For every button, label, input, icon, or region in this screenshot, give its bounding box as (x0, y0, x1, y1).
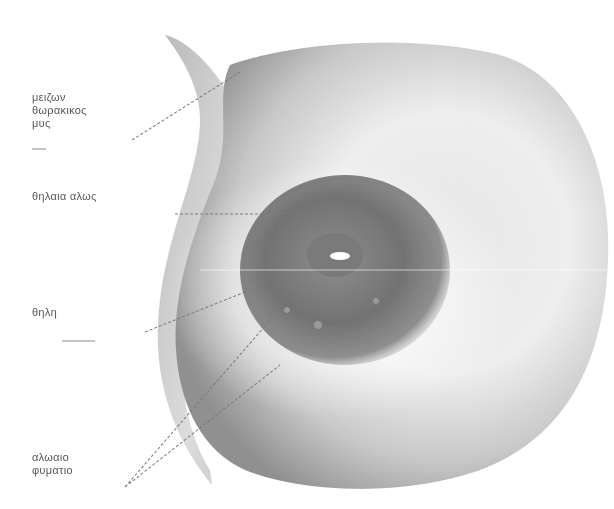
label-line: αλωαιο (32, 452, 73, 465)
tubercle-dot (314, 321, 322, 329)
label-areola: θηλαια αλως (32, 191, 97, 204)
label-nipple: θηλη (32, 307, 57, 320)
label-pectoral-muscle: μειζων θωρακικος μυς (32, 92, 87, 131)
tubercle-dot (284, 307, 290, 313)
label-line: θηλη (32, 307, 57, 320)
label-line: μυς (32, 118, 87, 131)
label-line: φυματιο (32, 465, 73, 478)
label-areolar-tubercles: αλωαιο φυματιο (32, 452, 73, 478)
label-line: θωρακικος (32, 105, 87, 118)
label-line: μειζων (32, 92, 87, 105)
tubercle-dot (373, 298, 379, 304)
label-line: θηλαια αλως (32, 191, 97, 204)
